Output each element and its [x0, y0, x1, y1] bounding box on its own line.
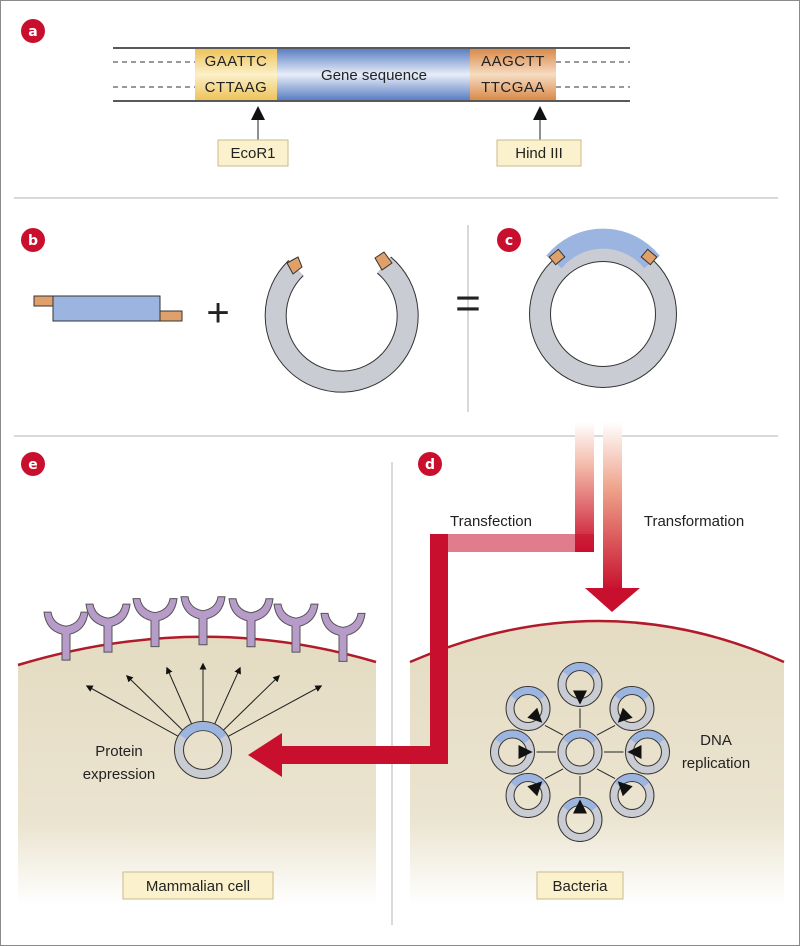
gene-sequence-block: [277, 49, 470, 100]
expression-arrow: [85, 685, 179, 737]
panel-a-badge: a: [21, 19, 45, 43]
svg-text:b: b: [28, 233, 38, 249]
panel-b-badge: b: [21, 228, 45, 252]
replicated-plasmid-icon: [609, 686, 655, 732]
transfection-arrowhead-icon: [248, 733, 282, 777]
panel-d-badge: d: [418, 452, 442, 476]
receptor-icon: [320, 612, 366, 662]
dna-strand: GAATTC CTTAAG Gene sequence AAGCTT TTCGA…: [113, 47, 630, 102]
dna-replication-line2: replication: [682, 755, 750, 772]
protein-expression-line1: Protein: [95, 743, 143, 760]
equals-sign: =: [455, 279, 481, 328]
ecor1-arrow-icon: [251, 106, 265, 120]
insert-junction-left: [548, 248, 566, 266]
transformation-label: Transformation: [644, 513, 744, 530]
gene-sequence-label: Gene sequence: [321, 67, 427, 84]
ecor1-label: EcoR1: [230, 145, 275, 162]
dna-replication-line1: DNA: [700, 732, 732, 749]
open-plasmid: [264, 251, 419, 393]
hind3-label: Hind III: [515, 145, 563, 162]
hind3-label-box: [496, 139, 582, 167]
replication-link: [596, 768, 616, 779]
mammalian-cell-label-text: Mammalian cell: [146, 878, 250, 895]
replicated-plasmid-icon: [490, 729, 535, 775]
replicated-plasmid-icon: [625, 729, 670, 775]
transfection-arrow: [248, 422, 594, 777]
receptor-icon: [132, 598, 178, 648]
replicated-plasmid-icon: [557, 662, 603, 707]
protein-expression-line2: expression: [83, 766, 156, 783]
receptor-icon: [85, 603, 131, 653]
svg-text:a: a: [28, 24, 37, 40]
replicated-plasmid-icon: [557, 729, 603, 775]
replicated-plasmid-icon: [609, 772, 655, 818]
plasmid-sticky-end-right: [374, 251, 393, 271]
recombinant-plasmid: [529, 228, 677, 388]
ecor1-label-box: [217, 139, 289, 167]
replication-link: [544, 768, 564, 779]
transfection-label: Transfection: [450, 513, 532, 530]
receptor-icon: [273, 603, 319, 653]
receptor-icon: [180, 596, 226, 646]
replication-cluster: [490, 662, 670, 842]
replicated-plasmid-icon: [505, 772, 551, 818]
expression-arrows: [85, 662, 323, 738]
expression-arrow: [166, 666, 193, 725]
surface-receptors: [43, 596, 366, 662]
panel-c-badge: c: [497, 228, 521, 252]
bacteria-label: Bacteria: [536, 871, 624, 900]
plus-sign: +: [206, 291, 229, 335]
panel-e-badge: e: [21, 452, 45, 476]
transformation-arrow: [585, 422, 640, 612]
svg-text:d: d: [425, 457, 435, 473]
hind3-site: [470, 49, 556, 100]
insert-junction-right: [640, 248, 658, 266]
ecor1-bottom-seq: CTTAAG: [205, 79, 268, 96]
svg-text:c: c: [505, 233, 513, 249]
expression-arrow: [214, 666, 241, 725]
ecor1-top-seq: GAATTC: [205, 53, 268, 70]
mammalian-cell-label: Mammalian cell: [122, 871, 274, 900]
hind3-bottom-seq: TTCGAA: [481, 79, 545, 96]
plasmid-sticky-end-left: [286, 256, 303, 275]
expression-arrow: [125, 675, 184, 731]
hind3-pointer: Hind III: [496, 106, 582, 167]
transformation-arrowhead-icon: [585, 588, 640, 612]
receptor-icon: [43, 611, 89, 661]
ecor1-site: [195, 49, 277, 100]
replicated-plasmid-icon: [557, 797, 603, 842]
hind3-arrow-icon: [533, 106, 547, 120]
svg-text:e: e: [28, 457, 38, 473]
replicated-plasmid-icon: [505, 686, 551, 732]
ecor1-pointer: EcoR1: [217, 106, 289, 167]
mammalian-plasmid: [174, 721, 232, 779]
bacteria-label-text: Bacteria: [552, 878, 608, 895]
inserted-gene-segment: [546, 228, 660, 269]
receptor-icon: [228, 598, 274, 648]
replication-link: [596, 725, 616, 736]
bacterial-membrane: [409, 619, 785, 664]
replication-link: [544, 725, 564, 736]
expression-arrow: [227, 685, 323, 738]
expression-arrow: [222, 675, 281, 731]
hind3-top-seq: AAGCTT: [481, 53, 545, 70]
gene-insert-fragment: [33, 295, 183, 322]
